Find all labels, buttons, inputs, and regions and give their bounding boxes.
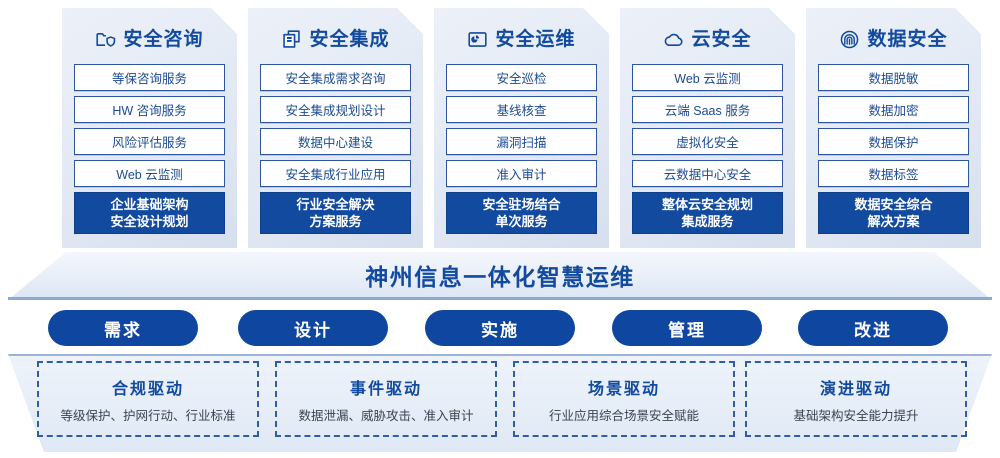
column-summary-box[interactable]: 整体云安全规划 集成服务 [632,192,783,234]
documents-stack-icon [281,29,302,50]
platform-banner-title: 神州信息一体化智慧运维 [365,264,635,290]
phase-pill-row: 需求 设计 实施 管理 改进 [0,310,1000,348]
column-header: 安全运维 [434,24,609,54]
service-item[interactable]: 虚拟化安全 [632,128,783,155]
column-summary-line: 行业安全解决 [296,197,375,212]
phase-pill-design[interactable]: 设计 [238,310,388,346]
folder-shield-icon [95,29,116,50]
column-summary-box[interactable]: 数据安全综合 解决方案 [818,192,969,234]
service-item[interactable]: 数据标签 [818,160,969,187]
service-item[interactable]: 等保咨询服务 [74,64,225,91]
service-column-data-security[interactable]: 数据安全 数据脱敏 数据加密 数据保护 数据标签 数据安全综合 解决方案 [806,8,981,248]
column-summary-line: 安全设计规划 [110,214,189,229]
driver-card-scenario[interactable]: 场景驱动 行业应用综合场景安全赋能 [513,361,735,437]
service-column-security-consulting[interactable]: 安全咨询 等保咨询服务 HW 咨询服务 风险评估服务 Web 云监测 企业基础架… [62,8,237,248]
driver-list: 合规驱动 等级保护、护网行动、行业标准 事件驱动 数据泄漏、威胁攻击、准入审计 … [0,356,1000,450]
column-summary-line: 解决方案 [867,214,920,229]
platform-banner-underline [8,297,992,300]
service-item[interactable]: Web 云监测 [74,160,225,187]
service-item[interactable]: 漏洞扫描 [446,128,597,155]
service-item[interactable]: 数据中心建设 [260,128,411,155]
driver-subtitle: 基础架构安全能力提升 [793,408,919,423]
column-title: 安全集成 [309,28,390,50]
column-header: 云安全 [620,24,795,54]
column-summary-line: 方案服务 [309,214,362,229]
column-summary-line: 单次服务 [495,214,548,229]
driver-title: 事件驱动 [349,380,422,398]
column-summary-line: 整体云安全规划 [661,197,753,212]
column-title: 安全运维 [495,28,576,50]
column-header: 安全集成 [248,24,423,54]
column-title: 数据安全 [867,28,948,50]
column-summary-line: 安全驻场结合 [482,197,561,212]
column-summary-box[interactable]: 企业基础架构 安全设计规划 [74,192,225,234]
phase-pill-requirements[interactable]: 需求 [48,310,198,346]
phase-pill-implementation[interactable]: 实施 [425,310,575,346]
column-header: 安全咨询 [62,24,237,54]
service-item[interactable]: 准入审计 [446,160,597,187]
column-title: 安全咨询 [123,28,204,50]
service-column-security-operations[interactable]: 安全运维 安全巡检 基线核查 漏洞扫描 准入审计 安全驻场结合 单次服务 [434,8,609,248]
service-item[interactable]: 数据加密 [818,96,969,123]
column-header: 数据安全 [806,24,981,54]
service-item[interactable]: 数据脱敏 [818,64,969,91]
driver-subtitle: 行业应用综合场景安全赋能 [548,408,699,423]
phase-pill-management[interactable]: 管理 [612,310,762,346]
service-item-list: 安全巡检 基线核查 漏洞扫描 准入审计 安全驻场结合 单次服务 [446,64,597,234]
column-summary-box[interactable]: 行业安全解决 方案服务 [260,192,411,234]
service-item[interactable]: HW 咨询服务 [74,96,225,123]
column-summary-line: 集成服务 [681,214,734,229]
service-column-cloud-security[interactable]: 云安全 Web 云监测 云端 Saas 服务 虚拟化安全 云数据中心安全 整体云… [620,8,795,248]
service-item[interactable]: 安全集成行业应用 [260,160,411,187]
driver-card-evolution[interactable]: 演进驱动 基础架构安全能力提升 [745,361,967,437]
fingerprint-icon [839,29,860,50]
driver-title: 演进驱动 [819,380,892,398]
service-item[interactable]: Web 云监测 [632,64,783,91]
service-item[interactable]: 安全集成需求咨询 [260,64,411,91]
column-title: 云安全 [691,28,752,50]
driver-subtitle: 等级保护、护网行动、行业标准 [60,408,236,423]
service-item[interactable]: 安全巡检 [446,64,597,91]
folder-chart-icon [467,29,488,50]
cloud-icon [663,29,684,50]
column-summary-line: 企业基础架构 [110,197,189,212]
service-item[interactable]: 云端 Saas 服务 [632,96,783,123]
service-item-list: 安全集成需求咨询 安全集成规划设计 数据中心建设 安全集成行业应用 行业安全解决… [260,64,411,234]
driver-card-incident[interactable]: 事件驱动 数据泄漏、威胁攻击、准入审计 [275,361,497,437]
phase-pill-improvement[interactable]: 改进 [798,310,948,346]
service-column-security-integration[interactable]: 安全集成 安全集成需求咨询 安全集成规划设计 数据中心建设 安全集成行业应用 行… [248,8,423,248]
column-summary-line: 数据安全综合 [854,197,933,212]
column-summary-box[interactable]: 安全驻场结合 单次服务 [446,192,597,234]
driver-title: 合规驱动 [111,380,184,398]
service-item[interactable]: 数据保护 [818,128,969,155]
driver-card-compliance[interactable]: 合规驱动 等级保护、护网行动、行业标准 [37,361,259,437]
service-item[interactable]: 云数据中心安全 [632,160,783,187]
service-item[interactable]: 风险评估服务 [74,128,225,155]
driver-title: 场景驱动 [587,380,660,398]
service-item-list: 数据脱敏 数据加密 数据保护 数据标签 数据安全综合 解决方案 [818,64,969,234]
driver-subtitle: 数据泄漏、威胁攻击、准入审计 [298,408,474,423]
service-item[interactable]: 安全集成规划设计 [260,96,411,123]
service-item[interactable]: 基线核查 [446,96,597,123]
service-columns: 安全咨询 等保咨询服务 HW 咨询服务 风险评估服务 Web 云监测 企业基础架… [0,0,1000,252]
service-item-list: Web 云监测 云端 Saas 服务 虚拟化安全 云数据中心安全 整体云安全规划… [632,64,783,234]
service-item-list: 等保咨询服务 HW 咨询服务 风险评估服务 Web 云监测 企业基础架构 安全设… [74,64,225,234]
